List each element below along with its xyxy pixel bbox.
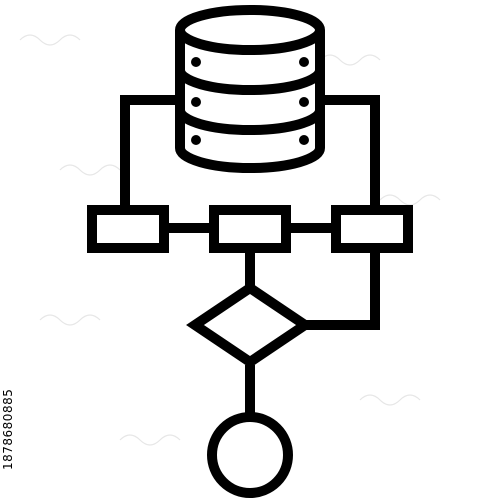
connector-lines [120, 95, 380, 415]
watermark-pattern [19, 34, 441, 446]
terminal-circle [207, 412, 293, 498]
process-box-left [87, 205, 169, 253]
process-box-right [331, 205, 413, 253]
decision-diamond [186, 281, 314, 369]
stock-id-text: 1878680885 [1, 389, 15, 470]
database-icon [175, 5, 325, 173]
process-boxes [87, 205, 413, 253]
process-box-center [209, 205, 291, 253]
